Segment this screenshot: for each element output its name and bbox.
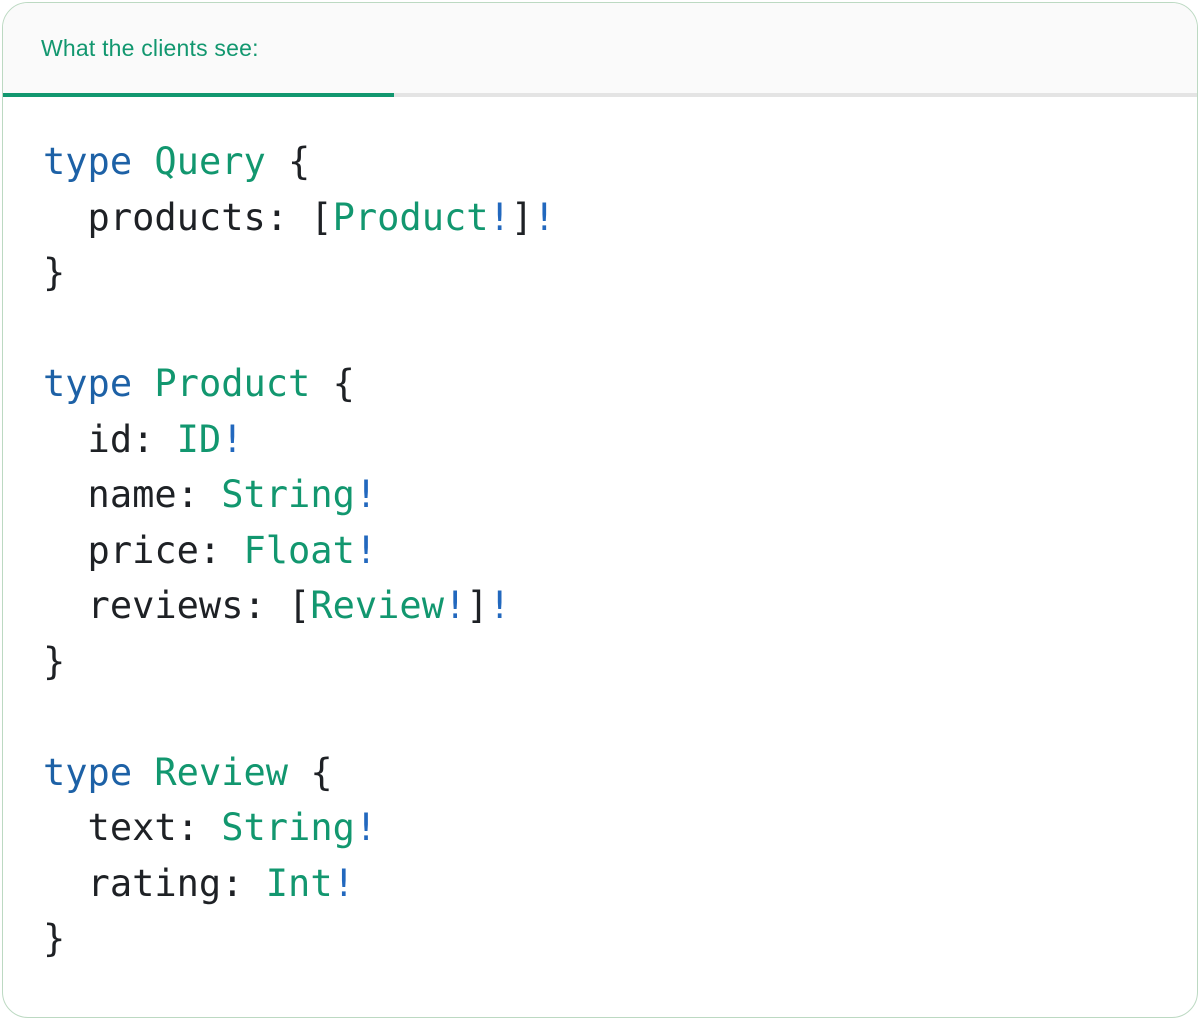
code-line: } [43, 911, 1157, 967]
code-line: } [43, 245, 1157, 301]
code-token: Review [310, 584, 444, 627]
code-token: } [43, 251, 66, 294]
code-token: ! [533, 195, 556, 239]
graphql-schema-code-block: type Query { products: [Product!]!}type … [3, 97, 1197, 967]
code-line: type Query { [43, 134, 1157, 190]
code-token [132, 362, 154, 405]
code-token: ! [332, 861, 355, 905]
code-token: type [43, 140, 133, 183]
code-token: id: [43, 417, 177, 461]
code-token: reviews: [ [43, 584, 311, 627]
code-token: Review [154, 750, 289, 794]
tab-label: What the clients see: [41, 34, 259, 61]
code-token: price: [43, 528, 244, 572]
code-token: type [43, 362, 133, 405]
code-token: Product [154, 362, 311, 405]
code-token [132, 140, 154, 183]
code-line: type Review { [43, 745, 1157, 801]
code-line: type Product { [43, 356, 1157, 412]
tab-bar: What the clients see: [3, 3, 1197, 97]
code-token: { [265, 140, 311, 183]
code-line: rating: Int! [43, 856, 1157, 912]
code-line: price: Float! [43, 523, 1157, 579]
code-token: Int [265, 861, 333, 905]
code-line: products: [Product!]! [43, 190, 1157, 246]
code-token: ! [443, 584, 467, 627]
code-line: name: String! [43, 467, 1157, 523]
code-token: name: [43, 473, 222, 516]
code-token: String [221, 806, 355, 849]
code-line [43, 689, 1157, 745]
code-line: } [43, 634, 1157, 690]
code-token: ID [176, 417, 222, 461]
code-line: text: String! [43, 800, 1157, 856]
code-token [132, 751, 154, 794]
code-token: text: [43, 806, 222, 849]
code-token: } [43, 639, 66, 683]
code-token: Query [154, 140, 266, 183]
code-line [43, 301, 1157, 357]
code-token: { [288, 750, 333, 794]
code-token: products: [ [43, 195, 333, 239]
code-token: ! [488, 584, 511, 627]
code-token: ! [488, 195, 511, 239]
code-token: ] [510, 195, 534, 239]
code-token: type [43, 750, 133, 794]
code-token: ! [354, 806, 378, 849]
code-token: String [221, 473, 355, 516]
code-token: { [310, 362, 355, 405]
code-token: Float [243, 528, 355, 572]
code-line: reviews: [Review!]! [43, 578, 1157, 634]
code-token: } [43, 917, 66, 960]
code-token: Product [332, 195, 489, 239]
tab-what-clients-see[interactable]: What the clients see: [3, 3, 394, 97]
code-token: ! [354, 528, 378, 572]
code-line: id: ID! [43, 412, 1157, 468]
code-token: rating: [43, 861, 266, 905]
code-token: ! [221, 417, 244, 461]
code-token: ] [466, 584, 489, 627]
code-token: ! [354, 473, 378, 516]
